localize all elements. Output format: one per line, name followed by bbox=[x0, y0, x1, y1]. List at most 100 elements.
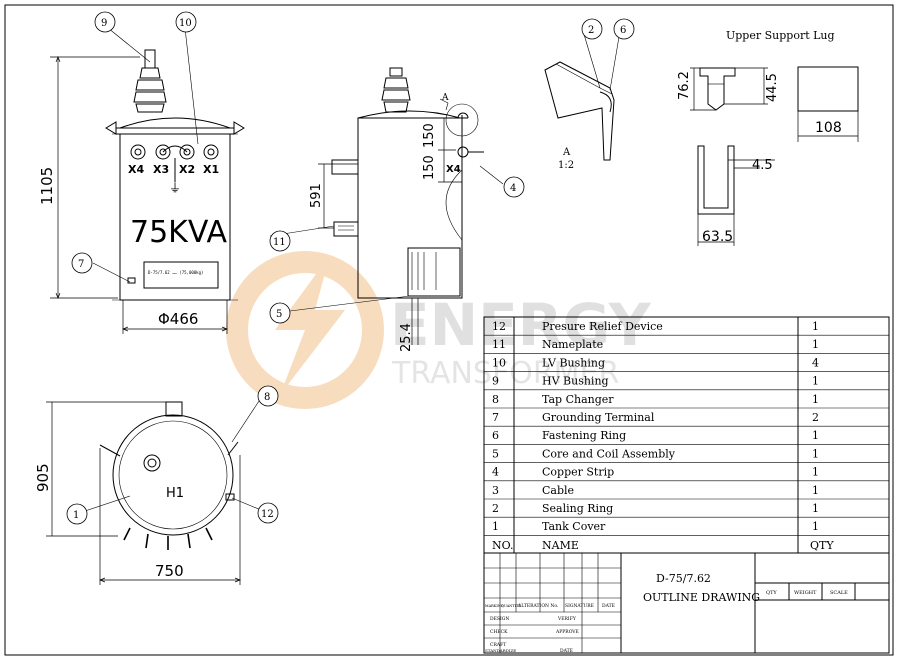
dim-150-bottom: 150 bbox=[422, 155, 437, 180]
drawing-border bbox=[4, 4, 894, 656]
part-qty: 4 bbox=[812, 356, 819, 369]
part-no: 2 bbox=[492, 502, 499, 515]
callout-2 bbox=[581, 18, 603, 40]
watermark-logo: ENERGY TRANSFORMER bbox=[226, 251, 652, 409]
part-qty: 1 bbox=[812, 393, 819, 406]
quantity-label: QUANTITY bbox=[501, 604, 521, 608]
date2-label: DATE bbox=[560, 648, 573, 654]
hv-bushing-top bbox=[143, 454, 161, 472]
callout-4-label: 4 bbox=[510, 183, 516, 194]
callout-12-label: 12 bbox=[261, 509, 274, 520]
header-name: NAME bbox=[542, 539, 579, 552]
part-no: 8 bbox=[492, 393, 499, 406]
callout-9 bbox=[94, 11, 116, 33]
part-no: 12 bbox=[492, 320, 506, 333]
tank-cover-front bbox=[119, 117, 231, 129]
section-scale: 1:2 bbox=[558, 160, 574, 171]
callout-5 bbox=[269, 302, 291, 324]
callout-9-label: 9 bbox=[101, 18, 107, 29]
title-block: D-75/7.62 OUTLINE DRAWING QTY WEIGHT SCA… bbox=[483, 552, 890, 654]
part-name: Fastening Ring bbox=[542, 429, 626, 442]
terminal-x3: X3 bbox=[153, 163, 169, 176]
callout-8 bbox=[257, 385, 279, 407]
callout-10-label: 10 bbox=[179, 18, 192, 29]
dim-76-2: 76.2 bbox=[677, 71, 692, 100]
lug-top-view bbox=[697, 145, 735, 215]
side-view: X4 A 591 150 150 25.4 bbox=[309, 67, 484, 352]
callouts: 9 10 7 11 5 4 2 6 1 8 12 bbox=[66, 11, 635, 525]
part-qty: 1 bbox=[812, 375, 819, 388]
nameplate-front bbox=[143, 261, 219, 289]
craft-label: CRAFT bbox=[490, 642, 506, 648]
view-arrow-label: A bbox=[441, 93, 449, 103]
drawing-title: OUTLINE DRAWING bbox=[643, 591, 760, 604]
check-label: CHECK bbox=[490, 629, 508, 635]
terminal-x4: X4 bbox=[128, 163, 144, 176]
part-no: 5 bbox=[492, 447, 499, 460]
callout-10 bbox=[175, 11, 197, 33]
terminal-x1: X1 bbox=[203, 163, 219, 176]
part-qty: 2 bbox=[812, 411, 819, 424]
part-name: Copper Strip bbox=[542, 466, 614, 479]
callout-11 bbox=[269, 230, 291, 252]
dim-44-5: 44.5 bbox=[765, 73, 780, 102]
weight-label: WEIGHT bbox=[794, 590, 817, 596]
front-view: X4 X3 X2 X1 ⏚ 75KVA D-75/7.62 …… (75,000… bbox=[38, 49, 245, 334]
callout-4 bbox=[503, 176, 525, 198]
lug-front-view bbox=[699, 67, 736, 111]
part-qty: 1 bbox=[812, 502, 819, 515]
callout-7 bbox=[71, 252, 93, 274]
top-view: H1 905 750 bbox=[34, 401, 241, 585]
part-no: 7 bbox=[492, 411, 499, 424]
terminal-x2: X2 bbox=[179, 163, 195, 176]
header-qty: QTY bbox=[810, 539, 834, 552]
part-name: Grounding Terminal bbox=[542, 411, 655, 424]
part-no: 1 bbox=[492, 520, 499, 533]
callout-1-label: 1 bbox=[73, 510, 79, 521]
approve-label: APPROVE bbox=[555, 629, 579, 635]
lug-side-view bbox=[797, 66, 859, 112]
part-name: Nameplate bbox=[542, 338, 603, 351]
callout-6 bbox=[613, 18, 635, 40]
part-qty: 1 bbox=[812, 447, 819, 460]
ground-symbol-icon: ⏚ bbox=[169, 181, 181, 195]
dim-591: 591 bbox=[309, 183, 324, 208]
part-name: Core and Coil Assembly bbox=[542, 447, 676, 460]
part-no: 10 bbox=[492, 356, 506, 369]
nameplate-side bbox=[333, 221, 359, 237]
verify-label: VERIFY bbox=[557, 616, 577, 622]
callout-11-label: 11 bbox=[273, 237, 286, 248]
part-qty: 1 bbox=[812, 466, 819, 479]
part-qty: 1 bbox=[812, 429, 819, 442]
drawing-number: D-75/7.62 bbox=[656, 572, 711, 585]
dim-63-5: 63.5 bbox=[702, 229, 733, 245]
part-name: Presure Relief Device bbox=[542, 320, 663, 333]
part-name: Sealing Ring bbox=[542, 502, 613, 515]
part-no: 9 bbox=[492, 375, 499, 388]
part-no: 3 bbox=[492, 484, 499, 497]
part-qty: 1 bbox=[812, 320, 819, 333]
tank-body-side bbox=[357, 117, 463, 299]
hv-bushing-front bbox=[133, 49, 167, 113]
alteration-label: ALTERATION No. bbox=[517, 603, 559, 609]
header-no: NO. bbox=[492, 539, 514, 552]
nameplate-text: D-75/7.62 …… (75,000kg) bbox=[148, 270, 203, 275]
part-qty: 1 bbox=[812, 520, 819, 533]
part-no: 6 bbox=[492, 429, 499, 442]
part-no: 4 bbox=[492, 466, 499, 479]
dim-750: 750 bbox=[155, 562, 184, 580]
standardize-label: STANDARDIZE bbox=[485, 648, 516, 653]
part-name: Tank Cover bbox=[542, 520, 606, 533]
callout-12 bbox=[257, 502, 279, 524]
callout-2-label: 2 bbox=[588, 25, 594, 36]
dim-905: 905 bbox=[34, 463, 52, 492]
date-label: DATE bbox=[602, 603, 615, 609]
watermark-brand: ENERGY bbox=[390, 291, 652, 359]
signature-label: SIGNATURE bbox=[565, 603, 594, 609]
scale-label: SCALE bbox=[830, 590, 848, 596]
dim-108: 108 bbox=[815, 120, 842, 136]
side-terminal-x4: X4 bbox=[446, 164, 461, 175]
part-no: 11 bbox=[492, 338, 506, 351]
part-name: Tap Changer bbox=[542, 393, 614, 406]
